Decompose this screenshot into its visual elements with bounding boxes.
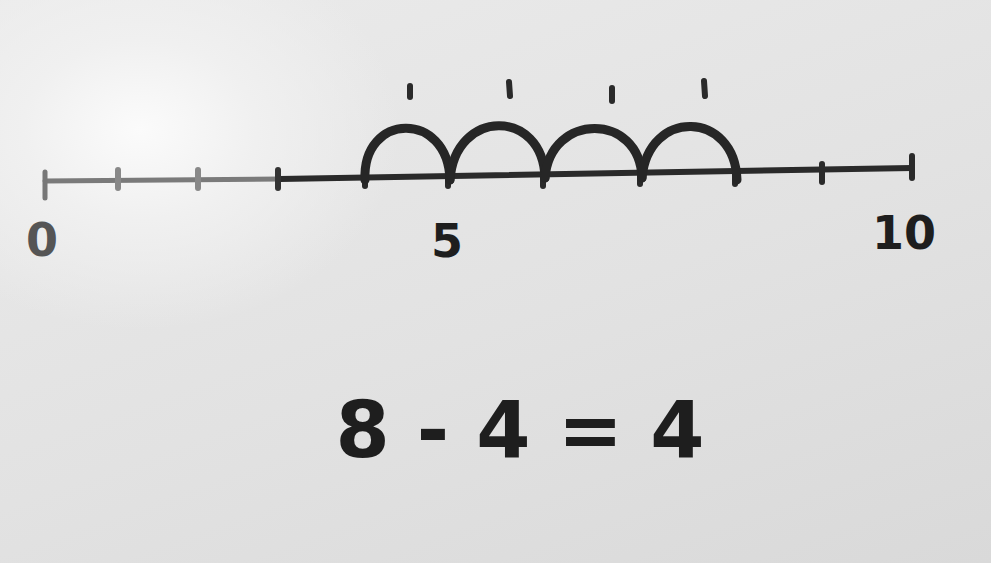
axis-number: 5 — [431, 218, 463, 264]
axis-number: 10 — [872, 210, 936, 256]
jump-arc — [450, 126, 545, 180]
jump-arc — [365, 128, 450, 180]
count-mark — [509, 82, 510, 96]
tick-mark — [43, 172, 48, 198]
count-mark — [704, 81, 705, 96]
tick-mark — [275, 170, 281, 188]
count-mark — [407, 86, 413, 97]
tick-mark — [195, 170, 201, 188]
equation: 8 - 4 = 4 — [335, 391, 704, 469]
tick-mark — [819, 164, 825, 182]
count-mark — [609, 88, 615, 101]
number-line — [280, 168, 912, 179]
axis-number: 0 — [26, 217, 58, 263]
tick-mark — [909, 156, 915, 178]
jump-arc — [545, 129, 642, 179]
jump-arc — [642, 126, 737, 180]
number-line-faded — [45, 179, 280, 181]
tick-mark — [115, 170, 121, 188]
